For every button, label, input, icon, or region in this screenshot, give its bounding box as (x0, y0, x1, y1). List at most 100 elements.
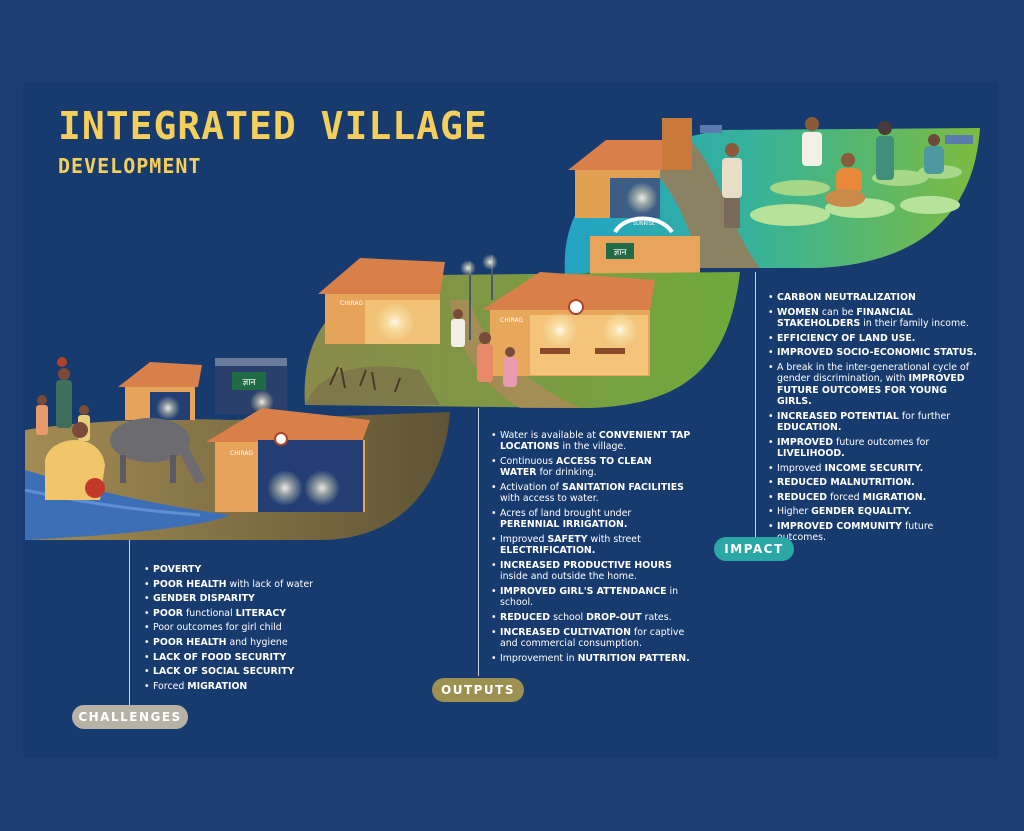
outputs-house-1: CHIRAG (318, 258, 445, 344)
challenges-list: POVERTY POOR HEALTH with lack of waterGEN… (144, 564, 344, 695)
impact-item-emphasis: IMPROVED (777, 436, 834, 448)
outputs-item-emphasis: CONVENIENT TAP LOCATIONS (500, 430, 691, 453)
challenges-item: POOR HEALTH with lack of water (144, 578, 344, 591)
challenges-item: POOR functional LITERACY (144, 607, 344, 620)
impact-item: Higher GENDER EQUALITY. (768, 506, 978, 518)
outputs-item-emphasis: REDUCED (500, 612, 551, 623)
challenges-item: POVERTY (144, 564, 344, 576)
challenges-item-emphasis: LACK OF FOOD SECURITY (153, 651, 287, 663)
challenges-house-1 (118, 362, 202, 420)
impact-item-emphasis: WOMEN (777, 306, 819, 318)
challenges-item-text: functional (183, 607, 236, 619)
impact-item: REDUCED MALNUTRITION. (768, 477, 978, 489)
outputs-item-emphasis: NUTRITION PATTERN. (577, 652, 690, 664)
challenges-item-emphasis: POOR (153, 607, 184, 619)
solar-panels (700, 125, 973, 144)
impact-item: INCREASED POTENTIAL for further EDUCATIO… (768, 411, 978, 434)
challenges-label: CHALLENGES (72, 705, 188, 729)
outputs-item-emphasis: PERENNIAL IRRIGATION. (500, 519, 628, 531)
impact-item-emphasis: INCOME SECURITY. (824, 462, 924, 474)
impact-label: IMPACT (714, 537, 794, 561)
challenges-item-emphasis: MIGRATION (187, 680, 248, 692)
outputs-item-text: with access to water. (500, 493, 599, 505)
page-subtitle: DEVELOPMENT (58, 154, 202, 178)
impact-item-emphasis: GENDER EQUALITY. (811, 506, 912, 518)
challenges-item: Poor outcomes for girl child (144, 622, 344, 634)
women-with-water-pots (36, 357, 105, 500)
impact-item-emphasis: CARBON NEUTRALIZATION (777, 292, 916, 303)
challenges-item-emphasis: POOR HEALTH (153, 636, 227, 648)
outputs-item-text: inside and outside the home. (500, 571, 637, 583)
arch-sign: SUNRISE (633, 221, 655, 227)
streetlights (460, 254, 498, 340)
school-board-text: ज्ञान (613, 248, 627, 258)
outputs-item-emphasis: INCREASED PRODUCTIVE HOURS (500, 560, 672, 571)
outputs-item: Improved SAFETY with street ELECTRIFICAT… (491, 534, 691, 557)
outputs-item: Acres of land brought under PERENNIAL IR… (491, 508, 691, 531)
impact-item: CARBON NEUTRALIZATION (768, 292, 978, 304)
challenges-connector (129, 540, 130, 705)
impact-item-text: A break in the inter-generational cycle … (777, 361, 969, 385)
impact-item-emphasis: MIGRATION. (862, 491, 927, 503)
outputs-item-emphasis: DROP-OUT (586, 612, 642, 623)
outputs-item: Activation of SANITATION FACILITIES with… (491, 482, 691, 505)
toilet-block (662, 118, 692, 170)
house-sign-text: CHIRAG (500, 317, 523, 324)
challenges-item-emphasis: GENDER DISPARITY (153, 593, 255, 605)
challenges-item: POOR HEALTH and hygiene (144, 636, 344, 649)
outputs-list: Water is available at CONVENIENT TAP LOC… (491, 430, 691, 667)
outputs-item: IMPROVED GIRL'S ATTENDANCE in school. (491, 586, 691, 609)
impact-item-text: can be (818, 306, 857, 318)
impact-connector (755, 272, 756, 537)
outputs-item: REDUCED school DROP-OUT rates. (491, 612, 691, 624)
outputs-item-emphasis: SANITATION FACILITIES (561, 482, 684, 493)
outputs-item-text: for drinking. (536, 467, 597, 479)
outputs-item-text: Activation of (500, 482, 562, 493)
impact-item-text: forced (827, 491, 863, 503)
outputs-item-text: Water is available at (500, 430, 599, 441)
challenges-item-emphasis: LACK OF SOCIAL SECURITY (153, 666, 295, 678)
outputs-label: OUTPUTS (432, 678, 524, 702)
impact-item-emphasis: EFFICIENCY OF LAND USE. (777, 332, 916, 344)
outputs-item-text: Improved (500, 534, 548, 545)
impact-item: REDUCED forced MIGRATION. (768, 491, 978, 504)
outputs-item-emphasis: IMPROVED GIRL'S ATTENDANCE (500, 586, 667, 597)
impact-item-text: for further (898, 410, 951, 422)
outputs-item: Improvement in NUTRITION PATTERN. (491, 652, 691, 665)
house-sign-text: CHIRAG (340, 300, 363, 307)
challenges-item: LACK OF SOCIAL SECURITY (144, 666, 344, 678)
impact-item-text: future outcomes. (777, 520, 934, 544)
impact-list: CARBON NEUTRALIZATION WOMEN can be FINANC… (768, 292, 978, 547)
outputs-item-text: Acres of land brought under (500, 508, 632, 519)
impact-item-emphasis: IMPROVED SOCIO-ECONOMIC STATUS. (777, 347, 977, 359)
impact-item: WOMEN can be FINANCIAL STAKEHOLDERS in t… (768, 307, 978, 330)
impact-item: A break in the inter-generational cycle … (768, 362, 978, 408)
challenges-item-text: with lack of water (226, 578, 313, 590)
impact-item-emphasis: LIVELIHOOD. (777, 448, 845, 459)
house-sign-text: CHIRAG (230, 450, 253, 457)
challenges-item: LACK OF FOOD SECURITY (144, 651, 344, 664)
cow (110, 418, 205, 484)
impact-item-emphasis: IMPROVED FUTURE OUTCOMES FOR YOUNG GIRLS… (777, 373, 965, 407)
outputs-item: INCREASED PRODUCTIVE HOURS inside and ou… (491, 560, 691, 583)
impact-item-emphasis: REDUCED (777, 491, 828, 503)
impact-item: Improved INCOME SECURITY. (768, 462, 978, 475)
impact-item-emphasis: IMPROVED COMMUNITY (777, 520, 902, 532)
impact-item-text: Higher (777, 506, 812, 518)
challenges-item-emphasis: POVERTY (153, 564, 202, 575)
impact-item: IMPROVED COMMUNITY future outcomes. (768, 521, 978, 544)
outputs-item-text: school (550, 612, 587, 623)
impact-item-text: future outcomes for (833, 436, 930, 448)
impact-house (568, 140, 670, 218)
challenges-item: GENDER DISPARITY (144, 593, 344, 605)
outputs-connector (478, 408, 479, 676)
outputs-item-emphasis: SAFETY (547, 534, 588, 545)
dry-land (305, 366, 440, 405)
outputs-item-text: with street (587, 534, 641, 545)
outputs-item-text: rates. (641, 612, 672, 623)
challenges-item-emphasis: POOR HEALTH (153, 578, 227, 590)
challenges-item-text: Poor outcomes for girl child (153, 622, 282, 634)
challenges-item-emphasis: LITERACY (235, 607, 287, 619)
outputs-item: Water is available at CONVENIENT TAP LOC… (491, 430, 691, 453)
impact-item-emphasis: REDUCED MALNUTRITION. (777, 477, 915, 489)
